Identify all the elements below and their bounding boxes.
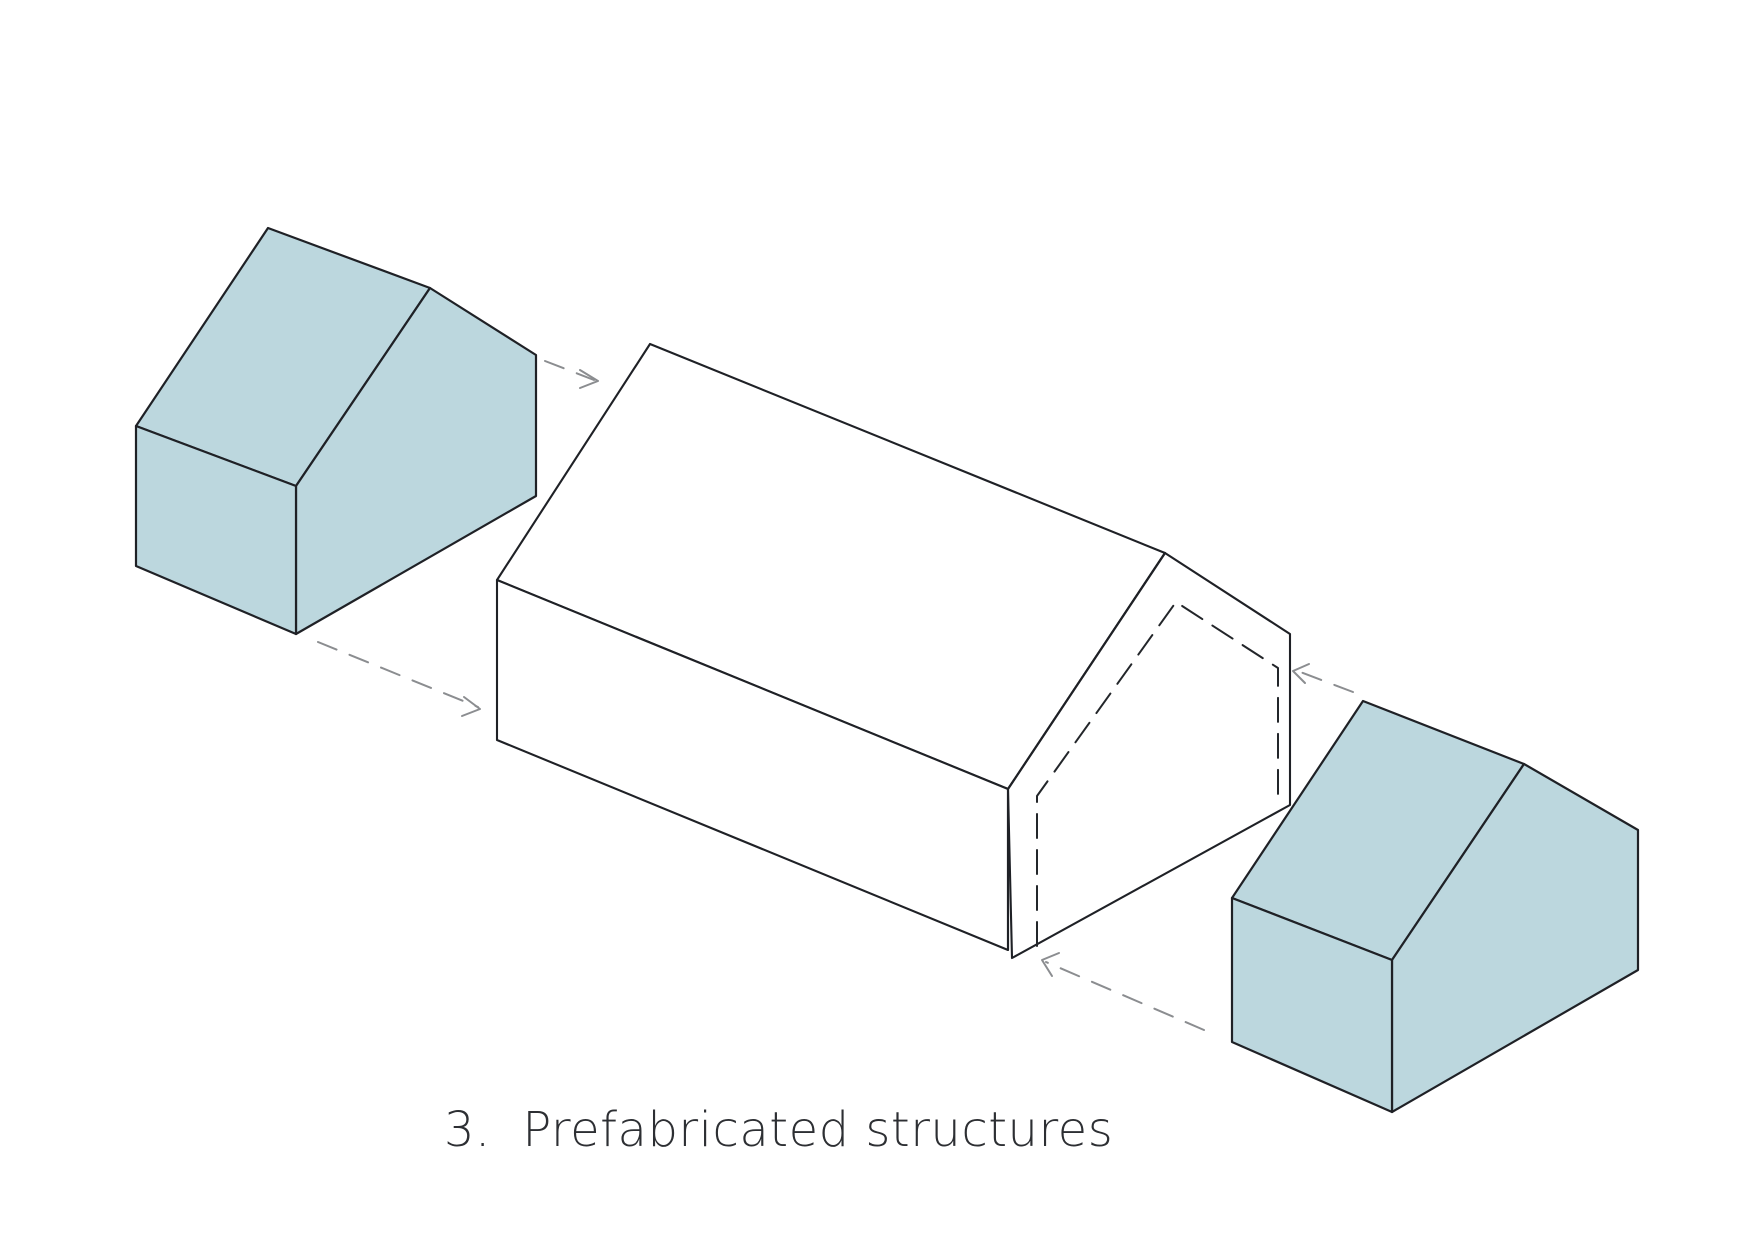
arrow-shaft [544,360,595,381]
left-prefab-module [134,226,538,636]
right-module-gable-side [1390,762,1640,1114]
right-module-front-wall [1230,896,1394,1114]
module-insertion-slot [1036,601,1279,947]
arrow-right-lower-to-main [1041,952,1205,1031]
arrow-shaft [1294,669,1354,693]
diagram-caption: 3. Prefabricated structures [444,1102,1114,1158]
left-module-front-wall [134,424,298,636]
arrow-shaft [1045,961,1205,1031]
left-module-gable-side [294,286,538,636]
arrow-head-icon [1041,952,1060,977]
arrow-shaft [317,641,479,708]
arrow-head-icon [1292,663,1310,684]
arrow-left-roof-to-main [544,360,599,389]
arrow-left-base-to-main [317,641,481,717]
arrow-right-upper-to-main [1292,663,1354,693]
arrow-head-icon [579,369,599,389]
arrow-head-icon [461,696,481,717]
main-building-frame [495,342,1292,960]
main-building-end-edge [1006,551,1167,952]
right-prefab-module [1230,699,1640,1114]
assembly-arrows [317,360,1354,1031]
